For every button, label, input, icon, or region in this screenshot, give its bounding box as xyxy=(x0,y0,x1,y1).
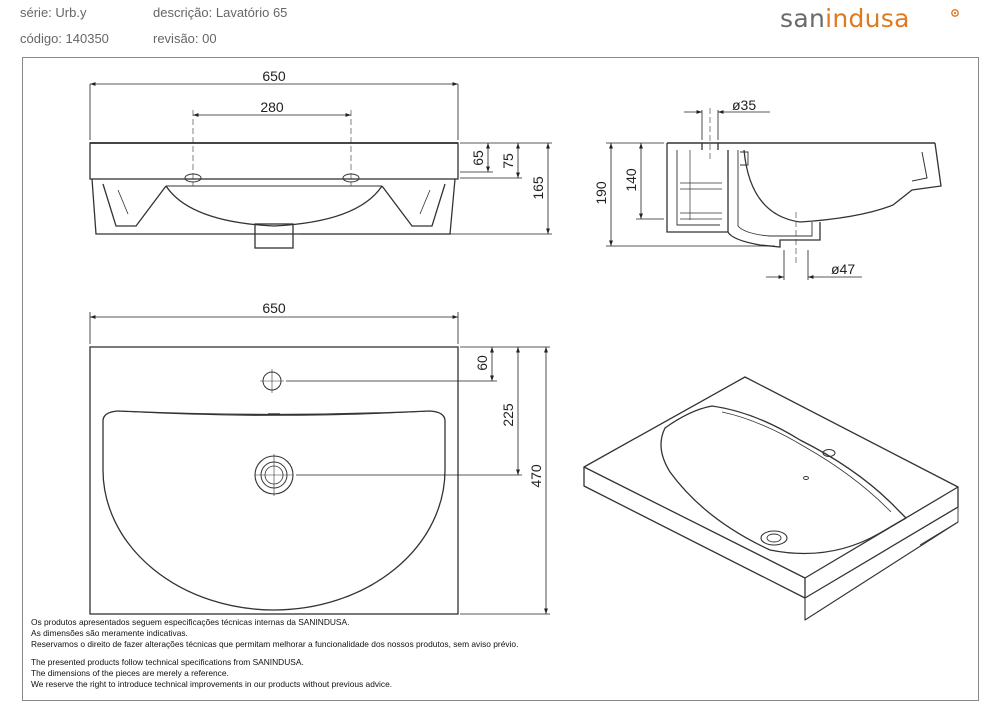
isometric-view xyxy=(583,376,959,621)
brand-logo: sanindusa xyxy=(780,4,910,33)
serie-label: série: Urb.y xyxy=(20,5,87,20)
notes: Os produtos apresentados seguem especifi… xyxy=(31,617,518,690)
note-pt-2: As dimensões são meramente indicativas. xyxy=(31,627,188,638)
dim-plan-drain-offset: 225 xyxy=(500,403,516,427)
note-en-2: The dimensions of the pieces are merely … xyxy=(31,668,229,679)
revisao-label: revisão: 00 xyxy=(153,31,217,46)
dim-plan-tap-offset: 60 xyxy=(474,355,490,371)
plan-dimensions xyxy=(89,312,550,615)
dim-plan-width: 650 xyxy=(262,300,286,316)
dim-side-top-hole: ø35 xyxy=(732,97,756,113)
note-en-1: The presented products follow technical … xyxy=(31,657,304,668)
descricao-label: descrição: Lavatório 65 xyxy=(153,5,288,20)
brand-logo-part-a: san xyxy=(780,4,826,33)
dim-total-height: 165 xyxy=(530,176,546,200)
note-pt-1: Os produtos apresentados seguem especifi… xyxy=(31,617,350,627)
side-section-view xyxy=(666,108,942,265)
dim-rim-height: 65 xyxy=(470,150,486,166)
dim-side-inner: 140 xyxy=(623,168,639,192)
brand-sun-icon xyxy=(951,9,959,17)
dim-overflow-height: 75 xyxy=(500,153,516,169)
side-dimensions xyxy=(606,110,862,280)
drawing-frame xyxy=(22,57,979,701)
dim-side-height: 190 xyxy=(593,181,609,205)
front-view xyxy=(89,110,459,249)
plan-view xyxy=(89,346,459,615)
dim-side-drain: ø47 xyxy=(831,261,855,277)
note-pt-3: Reservamos o direito de fazer alterações… xyxy=(31,638,519,649)
note-en-3: We reserve the right to introduce techni… xyxy=(31,678,393,689)
brand-logo-part-b: indusa xyxy=(825,4,910,33)
dim-front-width: 650 xyxy=(262,68,286,84)
codigo-label: código: 140350 xyxy=(20,31,109,46)
dim-plan-depth: 470 xyxy=(528,464,544,488)
dim-tap-spacing: 280 xyxy=(260,99,284,115)
front-dimensions xyxy=(89,82,552,235)
